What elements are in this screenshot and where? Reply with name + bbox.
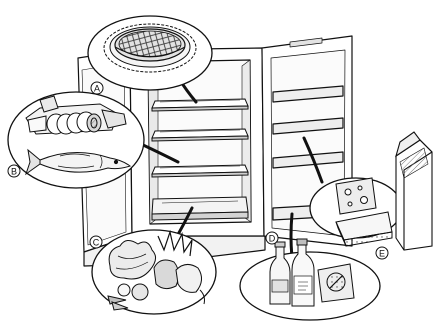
callout-meats-fish (7, 91, 145, 189)
svg-text:C: C (93, 238, 100, 248)
milk-carton-icon (395, 131, 433, 251)
pointer-e (302, 136, 324, 184)
callout-pie (87, 15, 213, 91)
callout-cheese (309, 177, 403, 247)
callout-letters: A B C D E (7, 81, 389, 260)
bottles-icon (269, 238, 355, 307)
shelf-1 (151, 98, 249, 112)
callout-label-c: C (89, 235, 103, 249)
cheese-icon (335, 177, 393, 247)
fish-icon (25, 148, 132, 176)
svg-text:E: E (379, 249, 385, 259)
callout-label-b: B (7, 164, 21, 178)
callout-fruit-veg (91, 229, 217, 315)
svg-text:D: D (269, 234, 276, 244)
shelf-3 (151, 164, 249, 178)
vegetables-icon (107, 229, 205, 311)
callout-bottles (239, 238, 381, 321)
svg-text:B: B (11, 167, 17, 177)
shelf-2 (151, 128, 249, 142)
door-bin-1 (272, 85, 344, 103)
fridge-shelves (151, 98, 249, 221)
svg-text:A: A (94, 84, 100, 94)
callout-label-d: D (265, 231, 279, 245)
door-bin-3 (272, 151, 344, 169)
callout-label-e: E (375, 246, 389, 260)
pie-icon (103, 23, 197, 73)
door-bin-2 (272, 117, 344, 135)
meat-icon (25, 95, 127, 135)
crisper-drawer (151, 196, 249, 221)
pointer-d (289, 212, 294, 260)
callout-label-a: A (90, 81, 104, 95)
